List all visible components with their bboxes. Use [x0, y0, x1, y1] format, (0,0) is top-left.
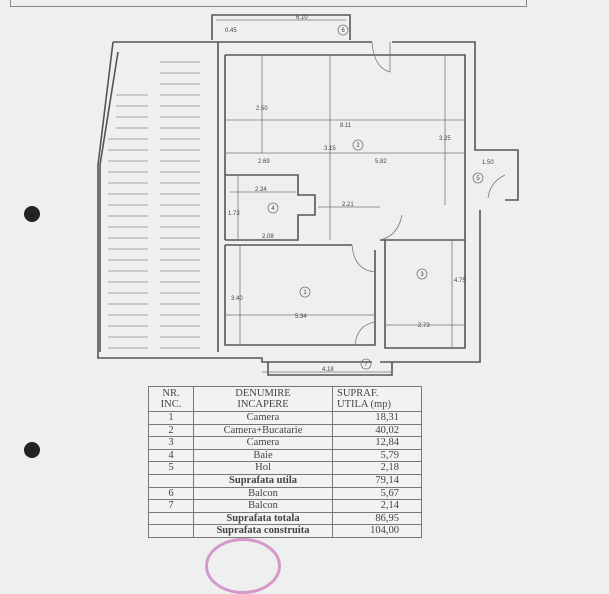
room-label-5: 5 — [476, 176, 480, 182]
header-incapere: INCAPERE — [237, 399, 289, 410]
header-inc: INC. — [160, 399, 182, 410]
dim-balcony6-height: 0.45 — [225, 28, 237, 34]
row-area: 2,14 — [332, 499, 422, 513]
dim-bath-height: 1.73 — [228, 211, 240, 217]
row-name: Suprafata totala — [193, 511, 333, 526]
row-area: 104,00 — [332, 524, 422, 538]
outer-wall — [97, 41, 519, 363]
balcony-6-outline — [211, 14, 351, 40]
row-nr: 2 — [148, 423, 194, 438]
header-nr: NR. — [162, 388, 180, 399]
dim-room3-width: 2.73 — [418, 323, 430, 329]
row-area: 86,95 — [332, 511, 422, 526]
row-area: 79,14 — [332, 473, 422, 488]
dim-bath-width: 2.34 — [255, 187, 267, 193]
room-label-1: 1 — [303, 290, 307, 296]
row-nr: 4 — [148, 448, 194, 463]
dim-room1-height: 3.40 — [231, 296, 243, 302]
floor-plan: 6.10 0.45 6 (function(){const g=document… — [97, 14, 519, 376]
room-label-2: 2 — [356, 143, 360, 149]
dim-balcony6-length: 6.10 — [296, 15, 308, 21]
row-name: Camera+Bucatarie — [193, 423, 333, 438]
row-area: 5,79 — [332, 448, 422, 463]
row-nr: 6 — [148, 486, 194, 501]
dim-room2-width: 5.82 — [375, 159, 387, 165]
balcony-7-outline — [267, 362, 393, 376]
row-name: Suprafata utila — [193, 473, 333, 488]
dim-room2-total: 8.11 — [340, 123, 352, 129]
header-denumire: DENUMIRE — [235, 388, 291, 399]
row-nr — [148, 524, 194, 538]
dim-room1-width: 5.34 — [295, 314, 307, 320]
document-header-strip — [10, 0, 527, 7]
row-nr: 3 — [148, 436, 194, 450]
stamp-seal — [205, 538, 281, 594]
row-nr — [148, 473, 194, 488]
room-3-walls — [384, 240, 466, 349]
dim-room3-height: 4.75 — [454, 278, 466, 284]
dim-room2-height: 2.50 — [256, 106, 268, 112]
row-name: Balcon — [193, 486, 333, 501]
row-area: 12,84 — [332, 436, 422, 450]
row-name: Camera — [193, 436, 333, 450]
row-area: 40,02 — [332, 423, 422, 438]
dim-balcony7-length: 4.18 — [322, 367, 334, 373]
row-nr: 1 — [148, 411, 194, 425]
room-1-walls — [224, 244, 376, 346]
room-label-6: 6 — [341, 28, 345, 34]
room-label-4: 4 — [271, 206, 275, 212]
room-label-3: 3 — [420, 272, 424, 278]
dim-room2-height-right: 3.25 — [439, 136, 451, 142]
dim-room2-height-mid: 3.15 — [324, 146, 336, 152]
row-area: 2,18 — [332, 461, 422, 475]
dim-hall-width: 1.50 — [482, 160, 494, 166]
binder-hole — [24, 442, 40, 458]
row-area: 18,31 — [332, 411, 422, 425]
row-name: Hol — [193, 461, 333, 475]
dim-hall-opening: 2.21 — [342, 202, 354, 208]
dim-bath-bottom: 2.08 — [262, 234, 274, 240]
row-nr — [148, 511, 194, 526]
room-4-walls — [225, 174, 316, 241]
room-label-7: 7 — [364, 362, 368, 368]
row-nr: 7 — [148, 499, 194, 513]
dim-room2-left: 2.69 — [258, 159, 270, 165]
binder-hole — [24, 206, 40, 222]
row-area: 5,67 — [332, 486, 422, 501]
row-nr: 5 — [148, 461, 194, 475]
row-name: Balcon — [193, 499, 333, 513]
row-name: Baie — [193, 448, 333, 463]
room-2-walls — [224, 54, 466, 241]
row-name: Suprafata construita — [193, 524, 333, 538]
header-utila: UTILA (mp) — [337, 399, 391, 410]
row-name: Camera — [193, 411, 333, 425]
terrace-hatch: (function(){const g=document.currentScri… — [108, 61, 200, 349]
header-supraf: SUPRAF. — [337, 388, 379, 399]
